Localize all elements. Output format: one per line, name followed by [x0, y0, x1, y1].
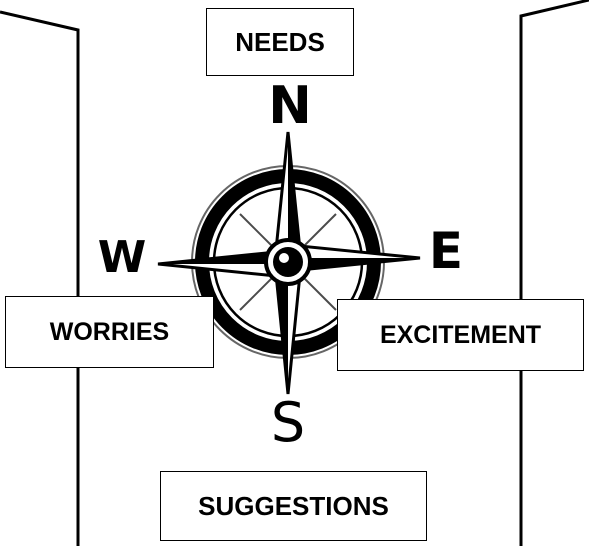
compass-letter-west: W — [94, 236, 150, 280]
compass-needle-north — [276, 132, 300, 250]
excitement-label-box: EXCITEMENT — [337, 299, 584, 371]
right-panel-outline — [521, 0, 589, 546]
compass-letter-north: N — [268, 80, 312, 132]
compass-needle-west — [158, 252, 276, 276]
worries-label-box: WORRIES — [5, 296, 214, 368]
compass-needle-south — [276, 274, 300, 394]
needs-label-box: NEEDS — [206, 8, 354, 76]
suggestions-label-box: SUGGESTIONS — [160, 471, 427, 541]
left-panel-outline — [0, 12, 78, 546]
compass-letter-south: S — [266, 396, 310, 450]
compass-letter-east: E — [424, 226, 468, 276]
